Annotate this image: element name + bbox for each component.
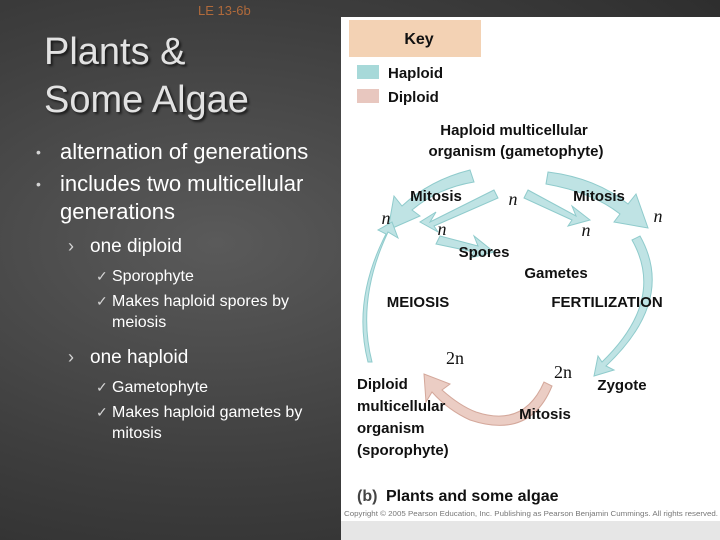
bullet-two-generations: • includes two multicellular generations — [36, 170, 336, 226]
life-cycle-panel — [341, 17, 720, 521]
gametes-label: Gametes — [524, 265, 587, 282]
copyright-text: Copyright © 2005 Pearson Education, Inc.… — [344, 509, 718, 518]
sporophyte-line-2: multicellular — [357, 398, 446, 415]
sporophyte-label: Diploid multicellular organism (sporophy… — [357, 376, 449, 459]
fertilization-arrow — [593, 235, 653, 377]
key-header-box — [349, 20, 481, 57]
zygote-label: Zygote — [597, 377, 646, 394]
two-n-symbol-sporophyte: 2n — [446, 348, 464, 368]
mitosis-label-bottom: Mitosis — [519, 406, 571, 423]
spores-arrow — [435, 234, 496, 259]
mitosis-label-right: Mitosis — [573, 188, 625, 205]
two-n-symbol-zygote: 2n — [554, 362, 572, 382]
arrow-n-to-right — [523, 189, 592, 227]
diploid-mitosis-arrow — [423, 373, 553, 426]
sporophyte-line-4: (sporophyte) — [357, 442, 449, 459]
gametophyte-title-line-2: organism (gametophyte) — [428, 143, 603, 160]
bullet-text: includes two multicellular generations — [60, 171, 304, 224]
detail-text: Makes haploid spores by meiosis — [112, 293, 289, 331]
sub-bullet-text: one diploid — [90, 236, 182, 257]
sporophyte-line-3: organism — [357, 420, 425, 437]
mitosis-label-left: Mitosis — [410, 188, 462, 205]
sub-bullet-diploid: › one diploid — [36, 234, 336, 260]
checkmark-icon: ✓ — [96, 404, 108, 420]
title-line-1: Plants & — [44, 31, 186, 73]
detail-makes-spores: ✓ Makes haploid spores by meiosis — [36, 291, 322, 333]
diploid-swatch — [357, 89, 379, 103]
n-symbol-spore: n — [438, 219, 447, 239]
credit-strip — [341, 521, 720, 540]
caption-tag: (b) — [357, 488, 377, 505]
sub-bullet-text: one haploid — [90, 347, 189, 368]
checkmark-icon: ✓ — [96, 268, 108, 284]
bullet-text: alternation of generations — [60, 139, 309, 164]
n-symbol-left: n — [382, 208, 391, 228]
gametophyte-title-line-1: Haploid multicellular — [440, 122, 588, 139]
slide-reference: LE 13-6b — [198, 3, 251, 18]
mitosis-arrow-left — [387, 169, 475, 231]
detail-sporophyte: ✓ Sporophyte — [36, 266, 336, 287]
meiosis-label: MEIOSIS — [387, 294, 450, 311]
checkmark-icon: ✓ — [96, 379, 108, 395]
arrow-n-to-left — [419, 189, 499, 233]
slide-title: Plants & Some Algae — [44, 28, 249, 124]
detail-gametophyte: ✓ Gametophyte — [36, 377, 336, 398]
chevron-right-icon: › — [68, 347, 74, 367]
haploid-arrows — [362, 169, 653, 377]
meiosis-arrow — [362, 221, 399, 363]
mitosis-arrow-right — [545, 171, 649, 229]
detail-text: Gametophyte — [112, 379, 209, 396]
key-haploid-label: Haploid — [388, 65, 443, 82]
bullet-marker-icon: • — [36, 176, 41, 192]
spores-label: Spores — [459, 244, 510, 261]
sporophyte-line-1: Diploid — [357, 376, 408, 393]
detail-text: Sporophyte — [112, 268, 194, 285]
title-line-2: Some Algae — [44, 79, 249, 121]
n-symbol-top: n — [509, 189, 518, 209]
checkmark-icon: ✓ — [96, 293, 108, 309]
chevron-right-icon: › — [68, 236, 74, 256]
fertilization-label: FERTILIZATION — [551, 294, 662, 311]
bullet-marker-icon: • — [36, 144, 41, 160]
haploid-swatch — [357, 65, 379, 79]
n-symbol-gamete: n — [582, 220, 591, 240]
detail-text: Makes haploid gametes by mitosis — [112, 404, 303, 442]
detail-makes-gametes: ✓ Makes haploid gametes by mitosis — [36, 402, 322, 444]
bullet-list: • alternation of generations • includes … — [36, 138, 336, 444]
sub-bullet-haploid: › one haploid — [36, 345, 336, 371]
n-symbol-right: n — [654, 206, 663, 226]
bullet-alternation: • alternation of generations — [36, 138, 336, 166]
key-diploid-label: Diploid — [388, 89, 439, 106]
caption-text: Plants and some algae — [386, 488, 559, 505]
key-heading: Key — [404, 31, 433, 48]
